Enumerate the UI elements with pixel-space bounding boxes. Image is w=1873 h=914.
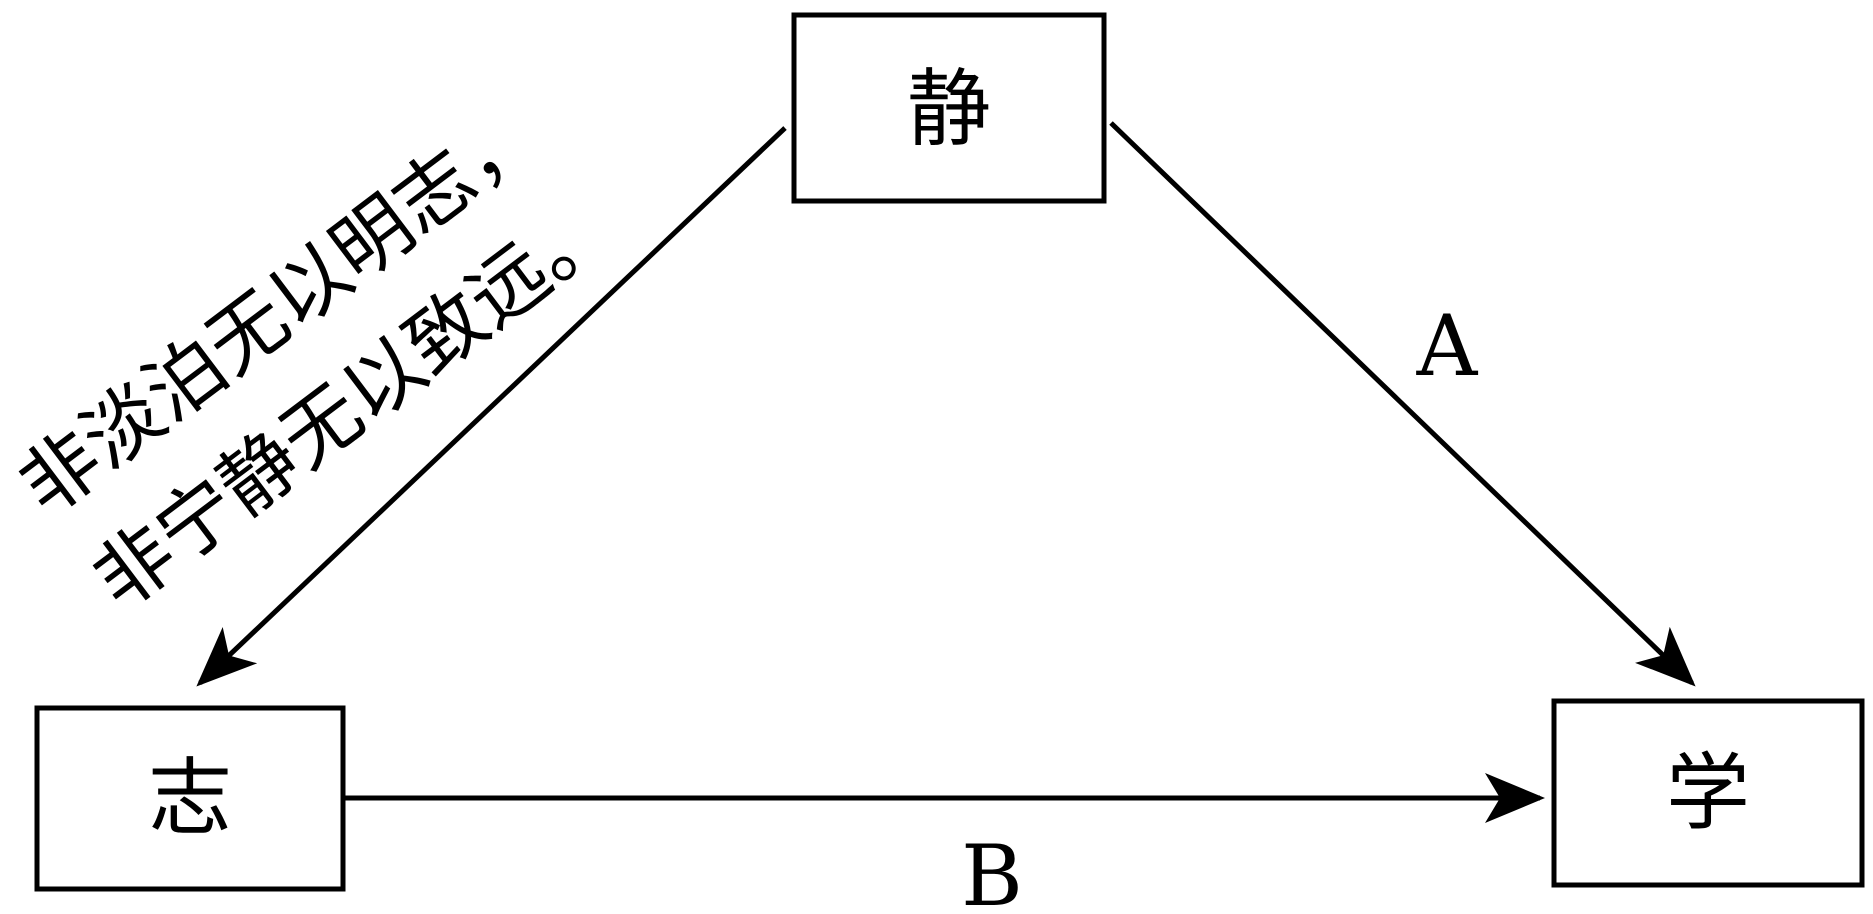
- node-zhi-label: 志: [148, 749, 232, 847]
- edge-label-b: B: [961, 827, 1023, 914]
- arrow-jing-to-zhi: [196, 126, 787, 687]
- node-xue: 学: [1551, 698, 1865, 888]
- node-jing: 静: [791, 12, 1107, 204]
- node-xue-label: 学: [1666, 744, 1750, 842]
- arrow-jing-to-xue-a: [1109, 121, 1696, 687]
- node-zhi: 志: [34, 705, 346, 892]
- edge-label-a: A: [1416, 297, 1479, 395]
- node-jing-label: 静: [907, 60, 991, 158]
